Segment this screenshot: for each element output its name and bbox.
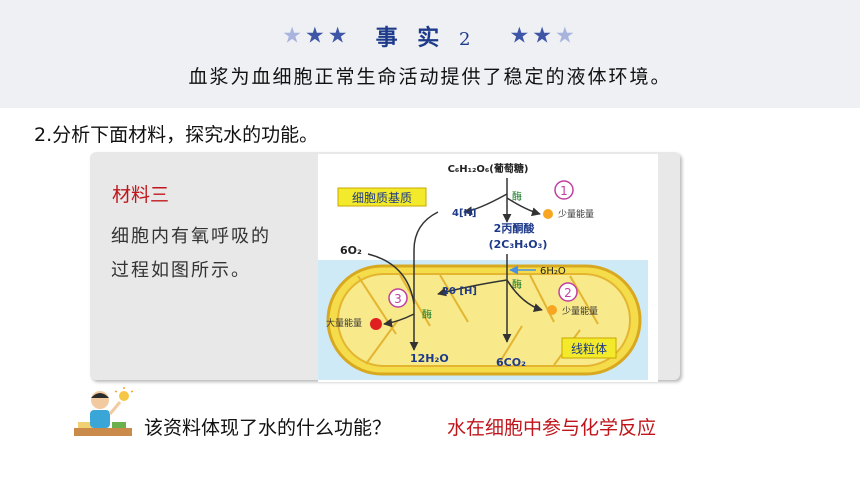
- mitochondria-cristae: [357, 274, 599, 366]
- six-o2-label: 6O₂: [340, 244, 362, 257]
- little-energy-burst-1: [543, 209, 553, 219]
- cytoplasm-label-box: [337, 187, 427, 207]
- enzyme-3-label: 酶: [422, 308, 432, 321]
- stage-2-circle: [558, 282, 578, 302]
- big-energy-arrow: [383, 313, 415, 328]
- fact-statement: 血浆为血细胞正常生命活动提供了稳定的液体环境。: [188, 66, 672, 88]
- fact-title-row: ★★★ 事 实 2 ★★★: [0, 20, 860, 52]
- desk: [74, 428, 132, 436]
- stage-1-label: 1: [560, 184, 568, 198]
- six-h2o-label: 6H₂O: [540, 266, 566, 277]
- twelve-h2o-label: 12H₂O: [410, 352, 449, 365]
- little-energy-1-label: 少量能量: [558, 208, 594, 220]
- pyruvate-formula: (2C₃H₄O₃): [489, 238, 548, 251]
- answer-text: 水在细胞中参与化学反应: [447, 417, 657, 439]
- stage-2-energy-arrow: [506, 279, 543, 312]
- stage-2-label: 2: [564, 286, 572, 300]
- fact-number: 2: [458, 29, 471, 50]
- little-energy-2-label: 少量能量: [562, 305, 598, 317]
- stage-1-circle: [554, 180, 574, 200]
- enzyme-2-label: 酶: [512, 278, 522, 291]
- question-text: 该资料体现了水的什么功能？: [144, 417, 392, 439]
- glucose-label: C₆H₁₂O₆(葡萄糖): [448, 162, 529, 175]
- fact-banner: [0, 0, 860, 108]
- stars-left: ★★★: [282, 23, 351, 49]
- material-line-2: 过程如图所示。: [111, 260, 251, 281]
- teacher-icon: [74, 387, 134, 436]
- mitochondria-label-box: [561, 337, 617, 359]
- section-heading: 2.分析下面材料，探究水的功能。: [34, 124, 319, 146]
- stage-1-energy-arrow: [506, 197, 541, 217]
- stars-right: ★★★: [509, 23, 578, 49]
- aerobic-respiration-diagram: C₆H₁₂O₆(葡萄糖) 1 细胞质基质 酶 4[H] 少量能量 2丙酮酸 (2…: [318, 154, 658, 382]
- material-line-1: 细胞内有氧呼吸的: [111, 226, 271, 247]
- twenty-h-label: 20 [H]: [442, 286, 477, 297]
- lightbulb-icon: [119, 391, 129, 401]
- twenty-h-arrow: [437, 279, 508, 297]
- four-h-label: 4[H]: [452, 208, 476, 219]
- six-co2-label: 6CO₂: [496, 356, 526, 369]
- material-title: 材料三: [112, 184, 170, 206]
- pyruvate-label: 2丙酮酸: [494, 221, 536, 235]
- four-h-arrow: [463, 193, 508, 216]
- stage-3-label: 3: [394, 292, 402, 306]
- stage-3-circle: [388, 288, 408, 308]
- fact-title: 事 实 2: [375, 25, 471, 51]
- cytoplasm-label: 细胞质基质: [352, 191, 412, 205]
- little-energy-burst-2: [547, 305, 557, 315]
- mitochondria-label: 线粒体: [571, 341, 607, 356]
- big-energy-label: 大量能量: [326, 317, 362, 329]
- big-energy-burst: [370, 318, 382, 330]
- four-h-to-water-arrow: [409, 211, 439, 351]
- enzyme-1-label: 酶: [512, 190, 522, 203]
- o2-arrow: [367, 253, 415, 305]
